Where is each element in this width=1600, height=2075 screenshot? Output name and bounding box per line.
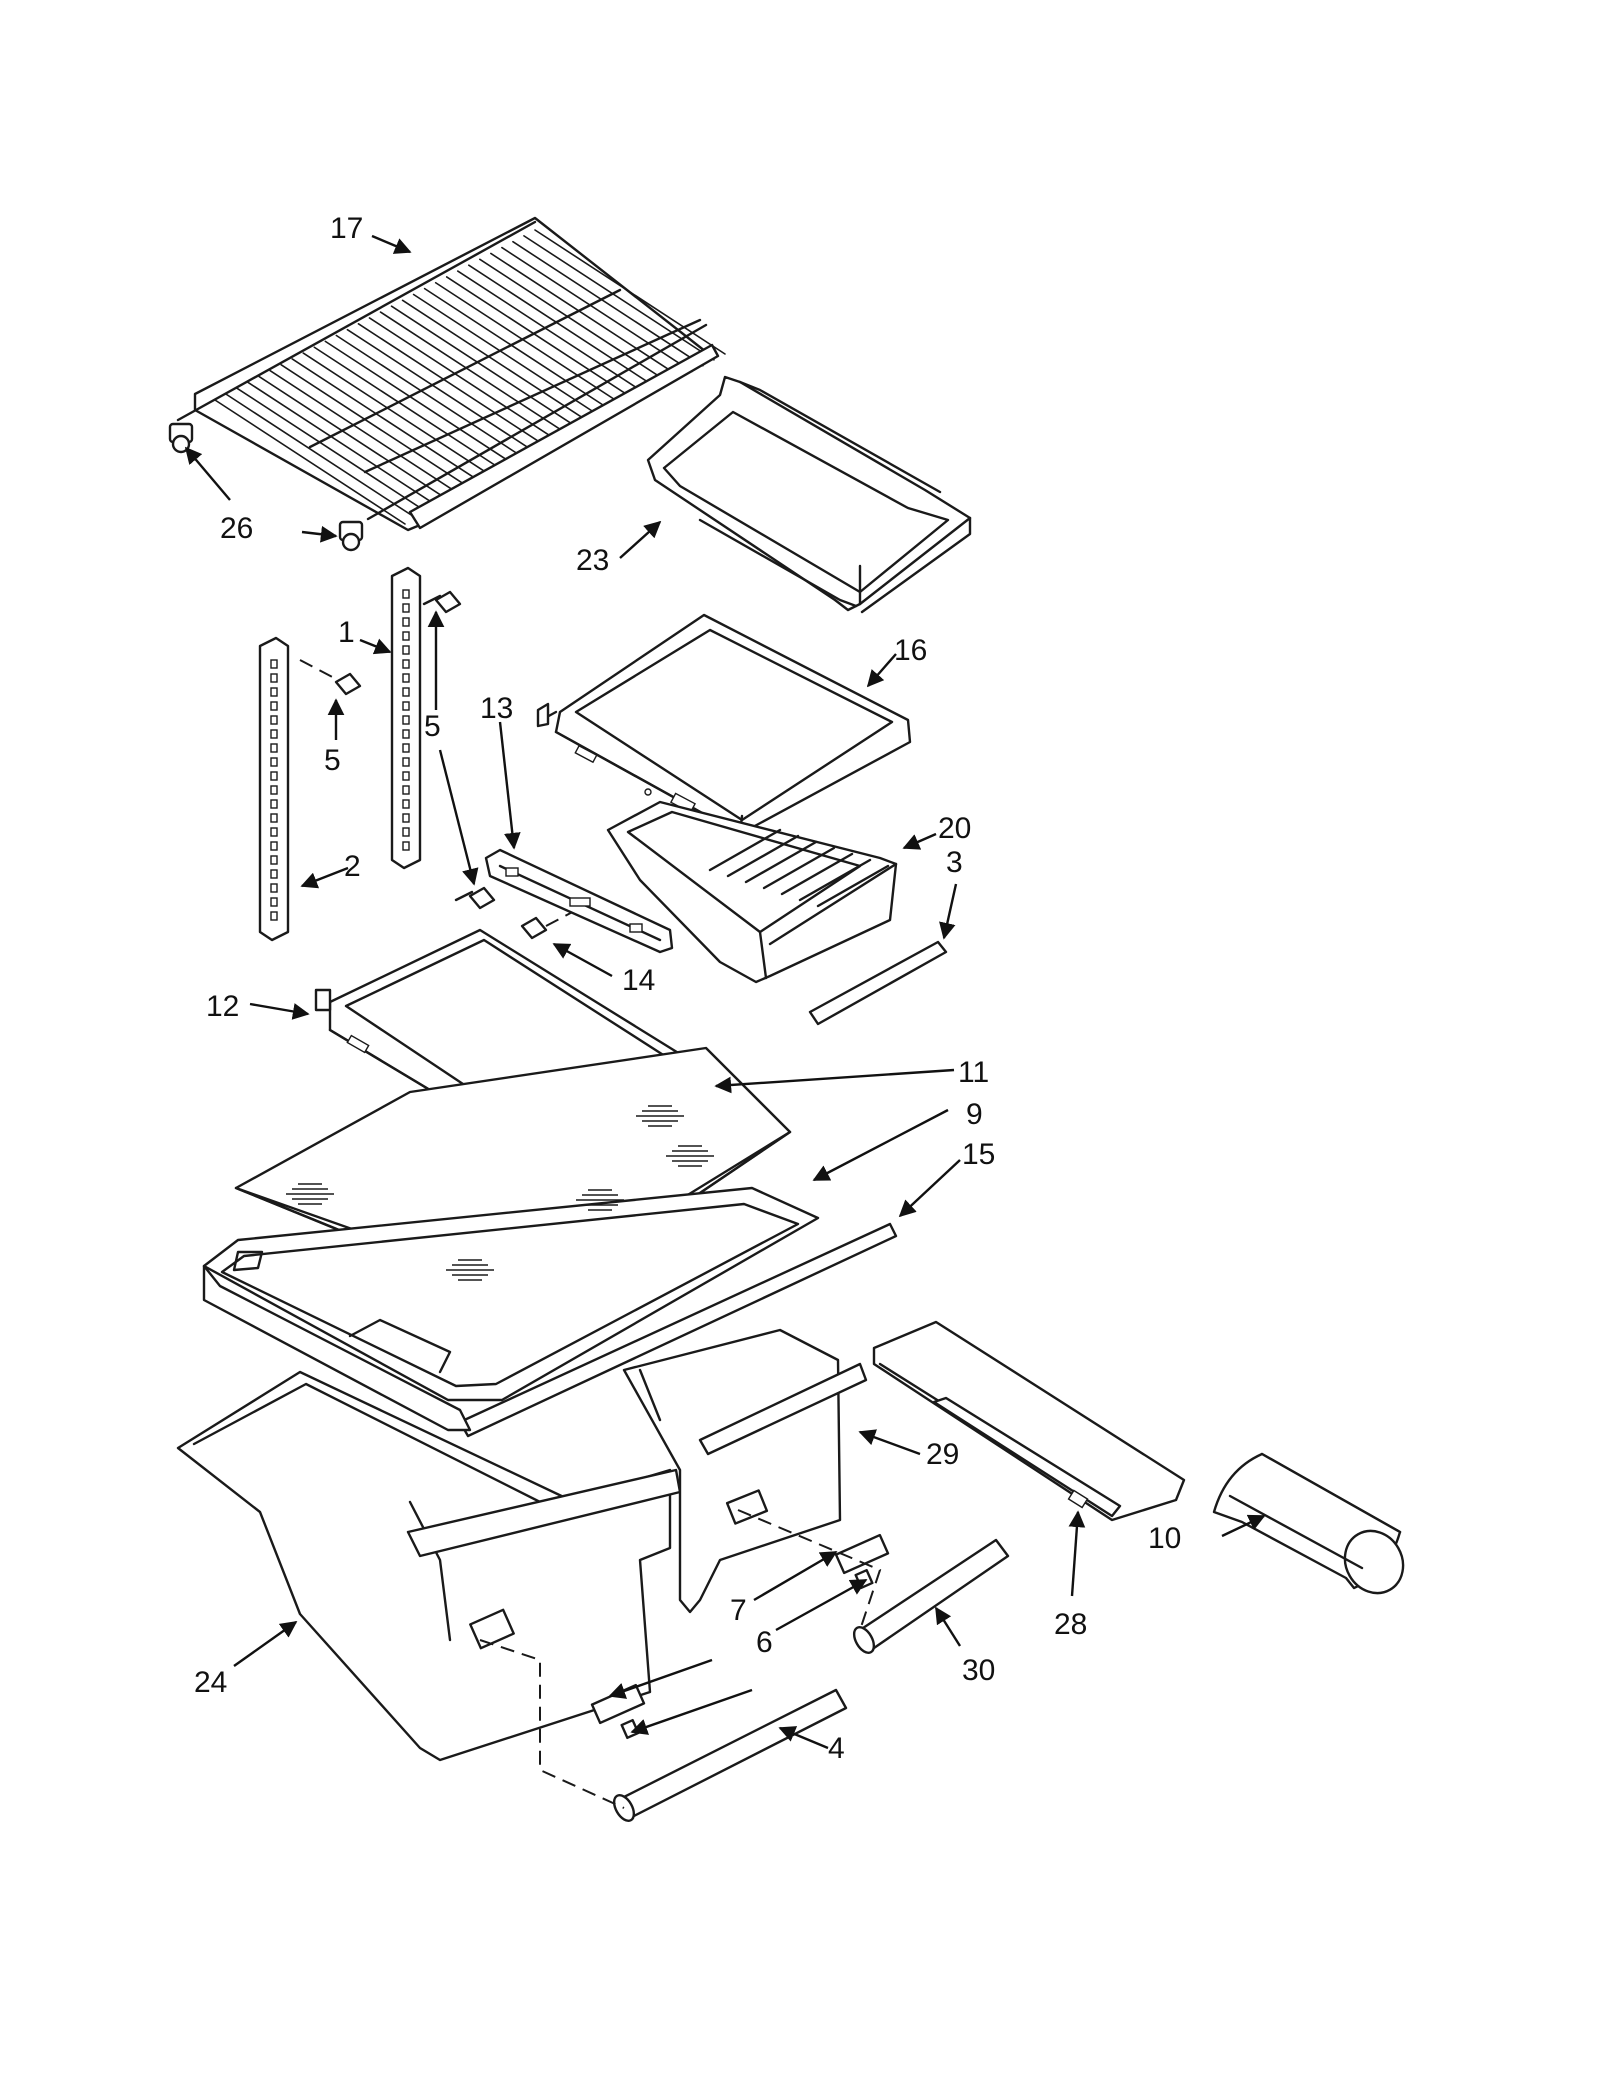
callout-2: 2 (344, 850, 361, 883)
callout-17: 17 (330, 212, 363, 245)
callout-11: 11 (958, 1056, 989, 1089)
callout-28: 28 (1054, 1608, 1087, 1641)
screw-upper-right (422, 590, 462, 614)
callout-3: 3 (946, 846, 963, 879)
shelf-ladder-left (258, 636, 290, 942)
deli-drawer (606, 800, 898, 984)
callout-7: 7 (730, 1594, 747, 1627)
callout-5a: 5 (424, 710, 441, 743)
shelf-bushing-lower (338, 520, 364, 552)
callout-9: 9 (966, 1098, 983, 1131)
crisper-frame-body (202, 1250, 472, 1432)
callout-12: 12 (206, 990, 239, 1023)
cover-trim (458, 1222, 898, 1438)
drawer-handle-right (852, 1538, 1010, 1654)
callout-14: 14 (622, 964, 655, 997)
screw-left (299, 659, 362, 696)
tube-trim (1212, 1452, 1405, 1595)
callout-23: 23 (576, 544, 609, 577)
slide-bracket (484, 848, 674, 954)
crisper-cover-frame (202, 1183, 820, 1402)
drawer-trim (808, 940, 948, 1026)
wire-shelf (176, 216, 726, 532)
shelf-ladder-right (390, 566, 422, 870)
drawer-cover (536, 613, 912, 836)
callout-20: 20 (938, 812, 971, 845)
crisper-drawer-left (176, 1370, 682, 1762)
callout-24: 24 (194, 1666, 227, 1699)
drawer-handle-left (612, 1688, 848, 1822)
callout-4: 4 (828, 1732, 845, 1765)
shelf-bushing-upper (168, 422, 194, 454)
callout-10: 10 (1148, 1522, 1181, 1555)
callout-6: 6 (756, 1626, 773, 1659)
assembly-line-right (737, 1509, 882, 1631)
assembly-line-left (479, 1639, 625, 1809)
callout-5b: 5 (324, 744, 341, 777)
callout-29: 29 (926, 1438, 959, 1471)
callout-16: 16 (894, 634, 927, 667)
leader-lines (184, 234, 1266, 1750)
clip-lower-6 (620, 1718, 640, 1740)
callout-15: 15 (962, 1138, 995, 1171)
callout-30: 30 (962, 1654, 995, 1687)
callout-26: 26 (220, 512, 253, 545)
callout-1: 1 (338, 616, 355, 649)
screw-lower-right (454, 886, 496, 910)
crisper-drawer-right (622, 1328, 868, 1614)
drawer-rail (872, 1320, 1186, 1522)
callout-13: 13 (480, 692, 513, 725)
meat-pan (646, 375, 972, 614)
